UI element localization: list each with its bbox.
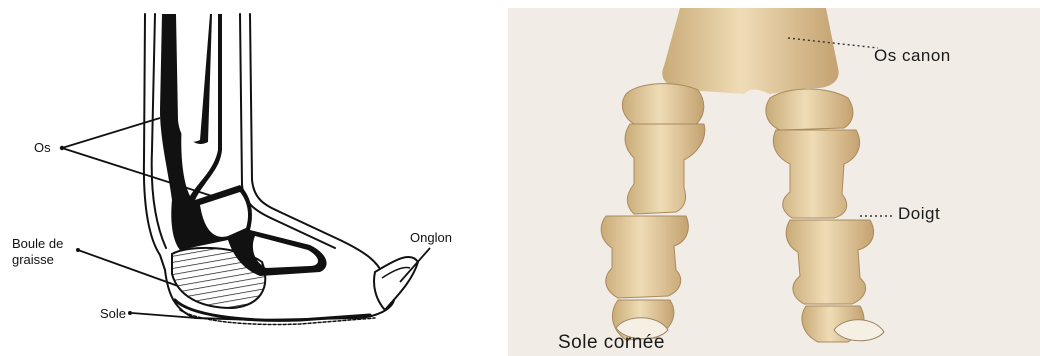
hoof-diagram-drawing [0,0,500,356]
os-leader-line-1 [62,118,160,148]
foot-bones-photo: Os canon Doigt Sole cornée [508,8,1040,356]
label-doigt: Doigt [898,204,940,224]
fat-ball-hatched-area [172,248,265,308]
right-digit-bones [766,89,874,342]
foot-bones-illustration [508,8,1040,356]
cannon-bone-shape [662,8,838,94]
label-onglon: Onglon [410,230,452,246]
inner-skin-right-line [240,14,335,248]
label-os-canon: Os canon [874,46,951,66]
hoof-cross-section-diagram: Os Boule de graisse Sole Onglon [0,0,500,356]
label-os: Os [34,140,51,156]
label-sole-cornee: Sole cornée [558,332,665,354]
boule-leader-line [78,250,178,286]
left-digit-bones [601,84,705,340]
label-sole: Sole [100,306,126,322]
label-boule-de-graisse: Boule de graisse [12,236,63,268]
onglon-shape [374,257,418,310]
